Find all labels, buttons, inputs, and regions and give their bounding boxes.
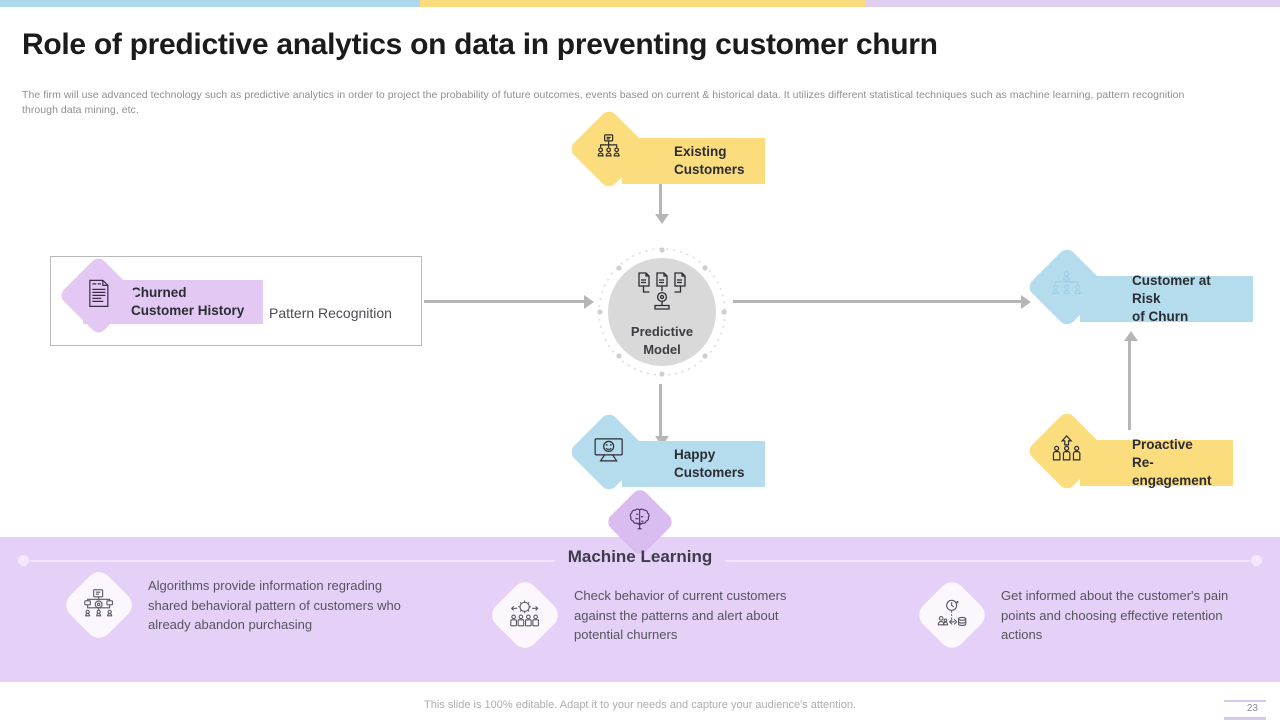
page-number-rule-bottom — [1224, 717, 1266, 720]
card-churned-customer-history[interactable]: Churned Customer History Pattern Recogni… — [50, 255, 422, 346]
churned-customer-history-label: Churned Customer History — [131, 285, 245, 318]
machine-learning-title: Machine Learning — [567, 547, 713, 566]
machine-learning-item-2-diamond — [486, 577, 564, 654]
customer-at-risk-diamond — [1025, 245, 1109, 329]
top-bar-segment-blue — [0, 0, 420, 7]
customer-at-risk-label: Customer at Risk of Churn — [1132, 273, 1211, 324]
clock-data-person-icon — [936, 599, 968, 632]
documents-gear-flow-icon — [636, 272, 688, 319]
people-uparrow-icon — [1052, 434, 1082, 468]
machine-learning-item-3[interactable]: Get informed about the customer's pain p… — [913, 577, 1255, 654]
machine-learning-dot-right — [1251, 555, 1262, 566]
network-gear-icon — [83, 588, 115, 623]
document-text-icon — [88, 279, 110, 312]
people-network-icon — [1052, 270, 1082, 304]
predictive-model-circle: Predictive Model — [608, 258, 716, 366]
happy-customers-bar: Happy Customers — [622, 441, 765, 487]
page-number-rule-top — [1224, 700, 1266, 702]
machine-learning-item-1[interactable]: Algorithms provide information regrading… — [60, 567, 402, 644]
arrowhead-model-to-risk — [1021, 295, 1031, 309]
machine-learning-rule-right — [725, 560, 1250, 562]
machine-learning-diamond — [604, 486, 676, 558]
proactive-label: Proactive Re-engagement — [1132, 437, 1212, 488]
machine-learning-item-1-diamond — [60, 567, 138, 644]
connector-model-to-risk — [733, 300, 1023, 303]
machine-learning-item-3-text: Get informed about the customer's pain p… — [1001, 588, 1229, 642]
page-subtitle: The firm will use advanced technology su… — [22, 89, 1185, 116]
arrowhead-existing-to-model — [655, 214, 669, 224]
existing-customers-label: Existing Customers — [674, 144, 745, 177]
connector-existing-to-model — [659, 184, 662, 216]
machine-learning-item-2[interactable]: Check behavior of current customers agai… — [486, 577, 818, 654]
node-predictive-model[interactable]: Predictive Model — [596, 246, 728, 378]
arrowhead-proactive-to-risk — [1124, 331, 1138, 341]
existing-customers-diamond — [567, 107, 651, 191]
happy-customers-label: Happy Customers — [674, 447, 745, 480]
predictive-model-label: Predictive Model — [630, 324, 694, 357]
monitor-smiley-icon — [594, 437, 624, 468]
org-chart-people-icon — [595, 133, 623, 165]
page-title: Role of predictive analytics on data in … — [22, 28, 938, 61]
page-number: 23 — [1246, 703, 1258, 714]
top-bar-segment-yellow — [420, 0, 865, 7]
happy-customers-diamond — [567, 410, 651, 494]
gear-people-icon — [509, 599, 541, 632]
machine-learning-dot-left — [18, 555, 29, 566]
churned-customer-history-diamond — [58, 255, 139, 336]
proactive-bar: Proactive Re-engagement — [1080, 437, 1233, 488]
top-bar-segment-purple — [865, 0, 1280, 7]
footer-note: This slide is 100% editable. Adapt it to… — [424, 699, 856, 711]
machine-learning-item-3-diamond — [913, 577, 991, 654]
connector-proactive-to-risk — [1128, 340, 1131, 430]
machine-learning-item-1-text: Algorithms provide information regrading… — [148, 578, 401, 632]
machine-learning-item-2-text: Check behavior of current customers agai… — [574, 588, 787, 642]
connector-model-to-happy — [659, 384, 662, 438]
proactive-diamond — [1025, 409, 1109, 493]
connector-churn-to-model — [424, 300, 586, 303]
brain-icon — [627, 507, 653, 538]
predictive-model-dotted-ring — [597, 247, 727, 377]
customer-at-risk-bar: Customer at Risk of Churn — [1080, 273, 1253, 324]
machine-learning-rule-left — [30, 560, 555, 562]
top-color-bar — [0, 0, 1280, 7]
arrowhead-churn-to-model — [584, 295, 594, 309]
existing-customers-bar: Existing Customers — [622, 138, 765, 184]
pattern-recognition-label: Pattern Recognition — [269, 305, 392, 321]
